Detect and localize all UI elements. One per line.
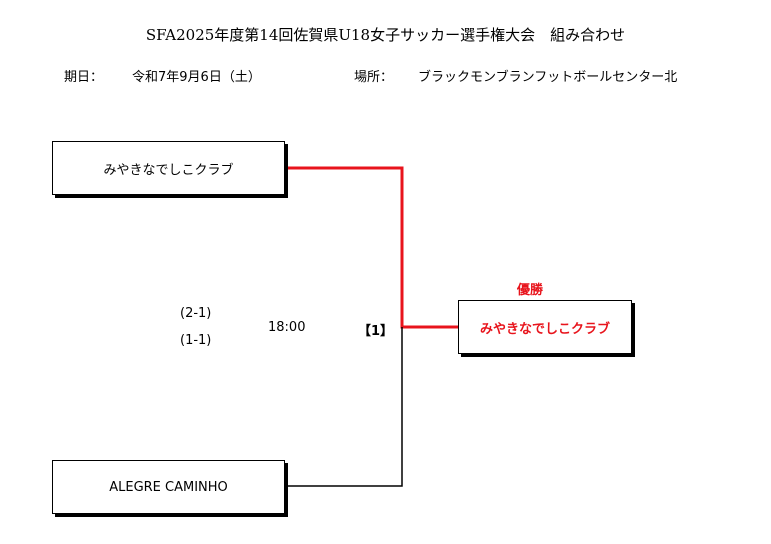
team-top-name: みやきなでしこクラブ [103, 162, 234, 178]
page-title: SFA2025年度第14回佐賀県U18女子サッカー選手権大会 組み合わせ [145, 26, 626, 44]
score-first: (2-1) [180, 306, 212, 321]
venue-value: ブラックモンブランフットボールセンター北 [418, 70, 678, 85]
team-bottom-name: ALEGRE CAMINHO [109, 479, 228, 495]
kickoff-time: 18:00 [268, 320, 306, 335]
winner-label: 優勝 [517, 283, 544, 298]
match-number: 【1】 [358, 324, 394, 339]
winner-bracket-line [286, 166, 459, 329]
team-box-bottom: ALEGRE CAMINHO [52, 460, 285, 514]
date-label: 期日： [64, 70, 104, 85]
date-value: 令和7年9月6日（土） [132, 70, 261, 85]
winner-box: みやきなでしこクラブ [458, 300, 632, 354]
team-box-top: みやきなでしこクラブ [52, 141, 285, 195]
venue-label: 場所： [354, 70, 394, 85]
score-second: (1-1) [180, 333, 212, 348]
bracket-line-bottom [286, 327, 403, 487]
winner-team-name: みやきなでしこクラブ [479, 321, 610, 337]
